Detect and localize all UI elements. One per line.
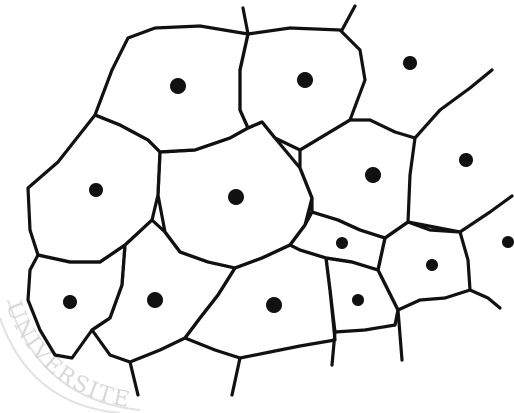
nuclei bbox=[63, 56, 514, 313]
cell-wall-bottom-center-left bbox=[92, 220, 235, 362]
nucleus-center bbox=[228, 189, 244, 205]
nucleus-bottom-left bbox=[63, 295, 77, 309]
cell-wall-bottom-right-small bbox=[326, 258, 398, 332]
cell-wall-stem-e bbox=[332, 332, 335, 365]
university-seal-watermark: UNIVERSITE bbox=[0, 298, 140, 413]
nucleus-top-center bbox=[297, 72, 313, 88]
cell-wall-far-right-edge bbox=[415, 70, 492, 138]
nucleus-far-right bbox=[459, 153, 473, 167]
cell-walls bbox=[28, 6, 512, 395]
nucleus-bottom-center-left bbox=[147, 292, 163, 308]
cell-wall-top-center bbox=[240, 28, 365, 150]
nucleus-right-upper bbox=[365, 167, 381, 183]
nucleus-top-left bbox=[170, 78, 186, 94]
nucleus-left bbox=[89, 183, 103, 197]
nucleus-bottom-center bbox=[266, 297, 282, 313]
nucleus-bottom-right-small bbox=[352, 294, 364, 306]
nucleus-small-middle bbox=[336, 237, 348, 249]
nucleus-top-right bbox=[403, 56, 417, 70]
cell-wall-stem-d bbox=[232, 358, 240, 395]
cell-wall-stem-f bbox=[398, 310, 402, 360]
cell-wall-right-tail bbox=[470, 290, 500, 308]
cell-wall-right-upper bbox=[300, 120, 415, 238]
cell-wall-stem-a bbox=[243, 8, 248, 34]
cell-wall-stem-b bbox=[342, 6, 355, 30]
nucleus-right-lower bbox=[426, 259, 438, 271]
nucleus-edge-right bbox=[502, 236, 514, 248]
